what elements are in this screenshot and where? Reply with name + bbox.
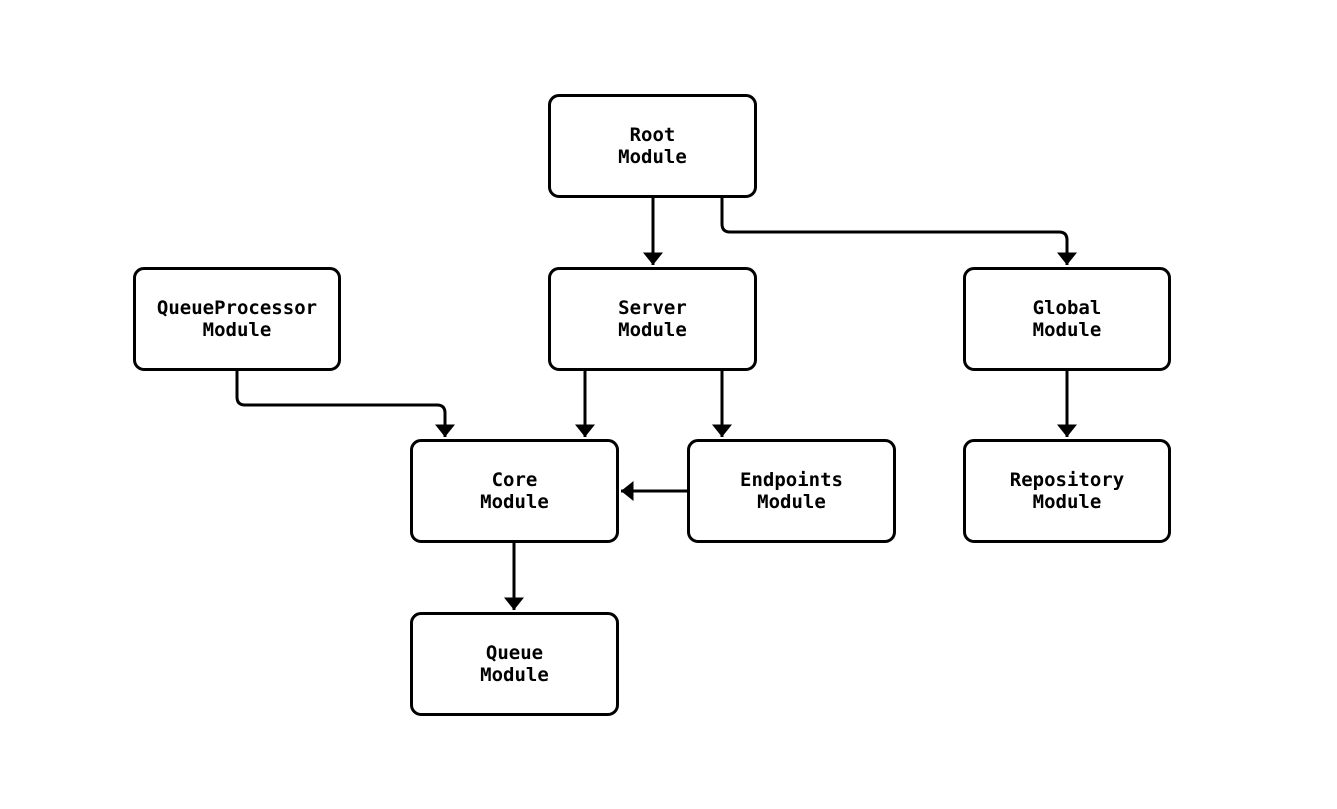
node-global-module: Global Module xyxy=(963,267,1171,371)
node-label: Endpoints xyxy=(740,469,843,491)
node-label: QueueProcessor xyxy=(156,297,318,319)
node-label: Module xyxy=(618,319,687,341)
node-label: Repository xyxy=(1009,469,1125,491)
node-label: Core xyxy=(491,469,538,491)
node-label: Queue xyxy=(485,642,544,664)
node-label: Module xyxy=(1032,319,1102,341)
node-label: Root xyxy=(629,124,676,146)
node-endpoints-module: Endpoints Module xyxy=(687,439,896,543)
node-label: Global xyxy=(1032,297,1102,319)
node-label: Server xyxy=(618,297,687,319)
node-label: Module xyxy=(1032,491,1102,513)
node-label: Module xyxy=(480,491,549,513)
node-queueprocessor-module: QueueProcessor Module xyxy=(133,267,341,371)
node-server-module: Server Module xyxy=(548,267,757,371)
node-core-module: Core Module xyxy=(410,439,619,543)
node-label: Module xyxy=(202,319,272,341)
edge-queueprocessor-to-core xyxy=(235,371,456,437)
node-label: Module xyxy=(618,146,687,168)
node-label: Module xyxy=(757,491,826,513)
node-label: Module xyxy=(480,664,549,686)
node-root-module: Root Module xyxy=(548,94,757,198)
node-repository-module: Repository Module xyxy=(963,439,1171,543)
node-queue-module: Queue Module xyxy=(410,612,619,716)
edge-root-to-global xyxy=(720,197,1078,265)
